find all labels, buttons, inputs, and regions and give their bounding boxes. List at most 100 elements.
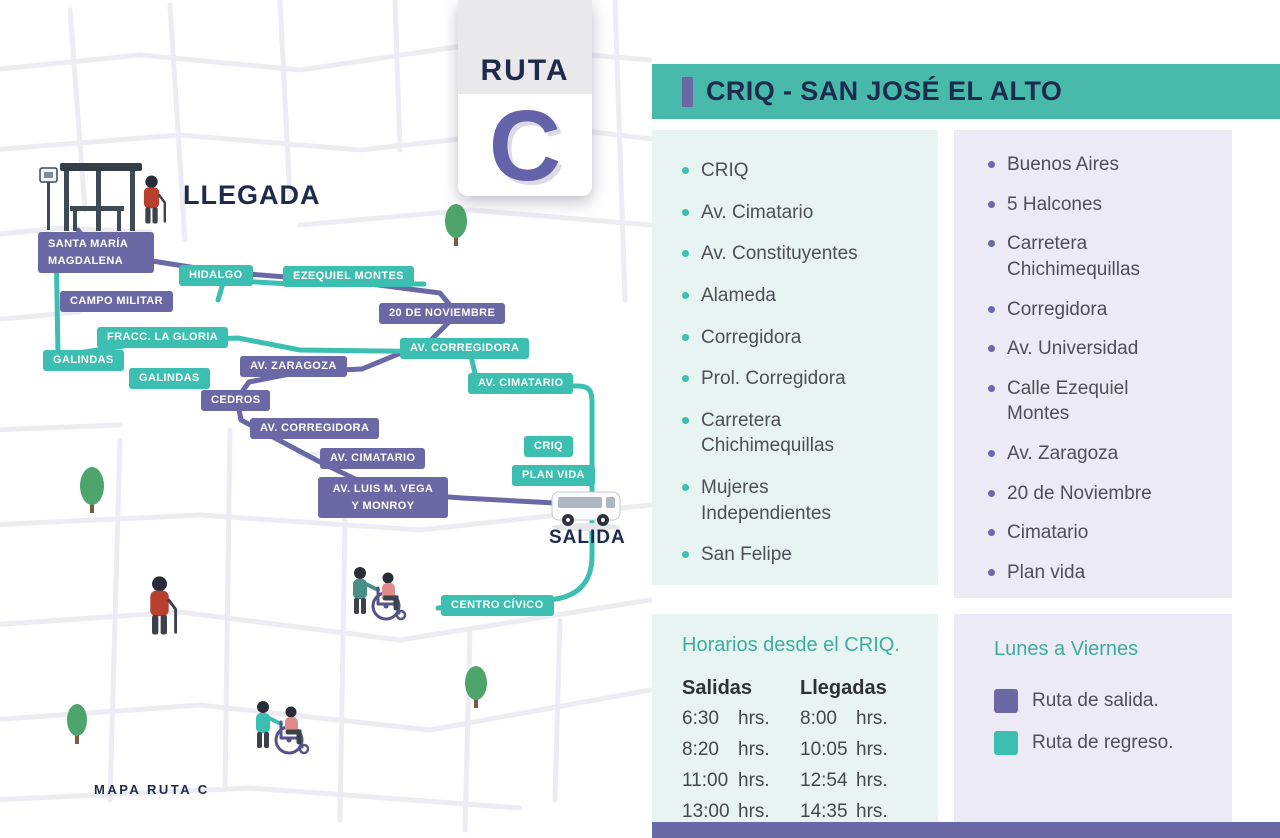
- route-title: CRIQ - SAN JOSÉ EL ALTO: [706, 76, 1063, 106]
- time-unit: hrs.: [856, 770, 888, 791]
- salida-color-swatch: [994, 689, 1018, 713]
- stop-label: Mujeres Independientes: [701, 477, 831, 524]
- bullet-dot: [988, 161, 995, 168]
- bullet-dot: [682, 551, 689, 559]
- stop-item: Corregidora: [682, 325, 920, 351]
- wheelchair-user-icon: [256, 701, 310, 755]
- llegadas-header: Llegadas: [800, 677, 887, 699]
- time-unit: hrs.: [738, 708, 770, 729]
- stop-item: 20 de Noviembre: [988, 481, 1216, 507]
- schedule-panel: Horarios desde el CRIQ. Salidas 6:30 hrs.…: [652, 614, 938, 822]
- route-card-top: RUTA: [458, 0, 592, 94]
- stop-item: Buenos Aires: [988, 152, 1216, 178]
- stop-item: Av. Constituyentes: [682, 241, 920, 267]
- stops-list-outbound: CRIQ Av. Cimatario Av. Constituyentes Al…: [652, 130, 938, 585]
- footer-accent-bar: [652, 822, 1280, 838]
- street-label-av-corregidora-2: AV. CORREGIDORA: [250, 418, 380, 440]
- stop-label: Av. Cimatario: [701, 201, 814, 223]
- stop-label: 20 de Noviembre: [1007, 482, 1152, 504]
- salidas-header: Salidas: [682, 677, 753, 699]
- bullet-dot: [682, 416, 689, 424]
- street-label-av-zaragoza: AV. ZARAGOZA: [240, 356, 347, 378]
- schedule-title: Horarios desde el CRIQ.: [682, 634, 900, 656]
- stop-item: Av. Cimatario: [682, 200, 920, 226]
- street-label-ezequiel-montes: EZEQUIEL MONTES: [283, 266, 414, 288]
- bullet-dot: [682, 167, 689, 174]
- stop-label: CRIQ: [701, 160, 749, 181]
- salida-time: 13:00: [682, 801, 730, 822]
- route-card: RUTA C: [458, 0, 592, 196]
- map-caption: MAPA RUTA C: [94, 782, 210, 797]
- stop-item: Alameda: [682, 283, 920, 309]
- street-label-galindas-2: GALINDAS: [129, 368, 210, 390]
- bullet-dot: [988, 489, 995, 497]
- wheelchair-user-icon: [353, 567, 407, 621]
- stop-item: Corregidora: [988, 297, 1216, 323]
- stop-label: 5 Halcones: [1007, 193, 1103, 215]
- street-label-av-cimatario: AV. CIMATARIO: [468, 373, 574, 395]
- stop-label: San Felipe: [701, 544, 792, 566]
- stop-item: San Felipe: [682, 542, 920, 568]
- street-label-fracc-la-gloria: FRACC. LA GLORIA: [97, 327, 229, 349]
- street-label-av-luis-vega-monroy: AV. LUIS M. VEGA Y MONROY: [318, 477, 448, 518]
- salida-time: 11:00: [682, 770, 729, 791]
- stop-label: Cimatario: [1007, 522, 1089, 544]
- stop-item: Carretera Chichimequillas: [682, 408, 920, 459]
- route-card-bottom: C: [458, 94, 592, 198]
- street-label-santa-maria-magdalena: SANTA MARÍA MAGDALENA: [38, 232, 154, 273]
- bullet-dot: [988, 529, 995, 537]
- street-label-av-corregidora: AV. CORREGIDORA: [400, 338, 530, 360]
- stop-item: CRIQ: [682, 158, 920, 184]
- street-label-criq: CRIQ: [524, 436, 574, 458]
- legend-label: Ruta de regreso.: [1032, 732, 1174, 753]
- stop-item: Cimatario: [988, 520, 1216, 546]
- llegada-time: 12:54: [800, 770, 848, 791]
- street-label-hidalgo: HIDALGO: [179, 265, 253, 287]
- bullet-dot: [988, 240, 995, 248]
- llegada-time: 8:00: [800, 708, 837, 729]
- regreso-color-swatch: [994, 731, 1018, 755]
- stop-label: Carretera Chichimequillas: [1007, 233, 1141, 280]
- salida-time: 6:30: [682, 708, 719, 729]
- time-unit: hrs.: [856, 708, 888, 729]
- route-letter: C: [488, 89, 562, 202]
- stop-item: Plan vida: [988, 560, 1216, 586]
- stop-item: Mujeres Independientes: [682, 475, 920, 526]
- bus-icon: [551, 491, 621, 531]
- schedule-row: 6:30 hrs.: [682, 708, 800, 730]
- legend-label: Ruta de salida.: [1032, 690, 1159, 711]
- bus-stop-icon: [39, 163, 142, 231]
- street-label-plan-vida: PLAN VIDA: [512, 465, 595, 487]
- time-unit: hrs.: [856, 801, 888, 822]
- schedule-row: 8:00 hrs.: [800, 708, 918, 730]
- legend-item-regreso: Ruta de regreso.: [994, 731, 1216, 755]
- time-unit: hrs.: [738, 739, 770, 760]
- legend-panel: Lunes a Viernes Ruta de salida. Ruta de …: [954, 614, 1232, 822]
- llegada-time: 14:35: [800, 801, 848, 822]
- bullet-dot: [682, 250, 689, 258]
- stop-label: Av. Zaragoza: [1007, 443, 1119, 465]
- background-streets: [0, 0, 652, 833]
- bullet-dot: [988, 450, 995, 458]
- stop-label: Corregidora: [1007, 298, 1108, 320]
- stop-label: Prol. Corregidora: [701, 368, 846, 390]
- street-label-20-de-noviembre: 20 DE NOVIEMBRE: [379, 303, 506, 325]
- stop-label: Alameda: [701, 284, 776, 306]
- street-label-centro-civico: CENTRO CÍVICO: [441, 595, 554, 617]
- stops-list-return: Buenos Aires 5 Halcones Carretera Chichi…: [954, 130, 1232, 598]
- time-unit: hrs.: [738, 770, 770, 791]
- stop-label: Calle Ezequiel Montes: [1007, 377, 1129, 425]
- ruta-word: RUTA: [480, 54, 570, 87]
- stop-label: Carretera Chichimequillas: [701, 409, 835, 457]
- street-label-galindas: GALINDAS: [43, 350, 124, 372]
- stop-label: Buenos Aires: [1007, 154, 1119, 175]
- bullet-dot: [682, 208, 689, 216]
- title-accent-bar: [682, 76, 693, 107]
- bullet-dot: [988, 569, 995, 577]
- bullet-dot: [988, 384, 995, 392]
- stop-label: Corregidora: [701, 326, 802, 348]
